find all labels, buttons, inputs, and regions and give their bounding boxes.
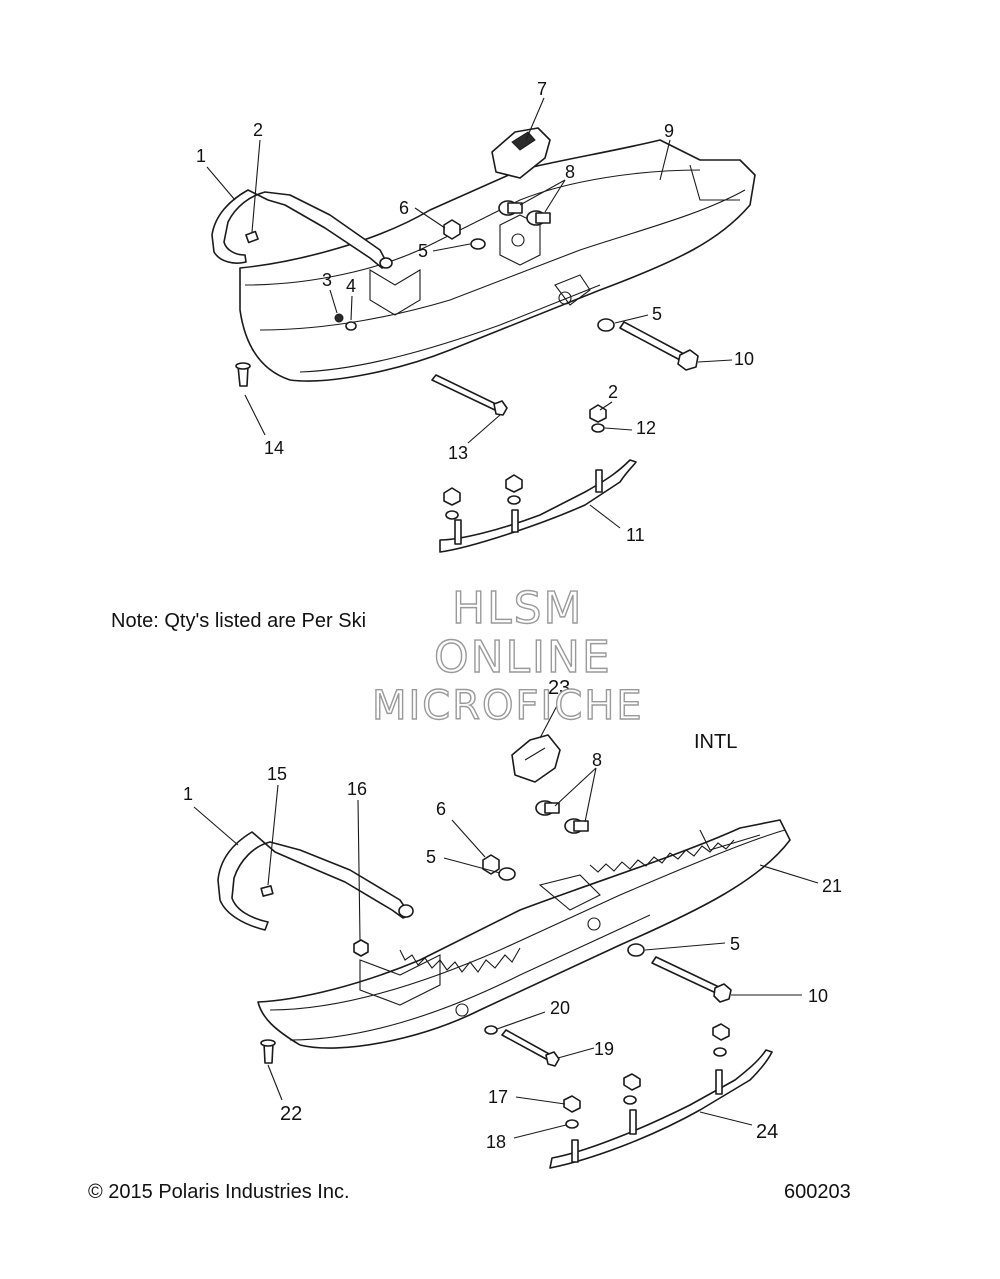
callout: 8: [565, 162, 575, 182]
watermark-line-3: MICROFICHE: [371, 682, 644, 729]
callout: 24: [756, 1121, 778, 1143]
callout: 7: [537, 79, 547, 99]
callout: 16: [347, 779, 367, 799]
watermark-line-2: ONLINE: [433, 631, 612, 683]
ski-body-part-21: [257, 819, 791, 1049]
callout: 9: [664, 121, 674, 141]
qty-note: Note: Qty's listed are Per Ski: [111, 610, 367, 632]
callout: 5: [418, 241, 428, 261]
leader-lines: [193, 97, 819, 1139]
callout: 19: [594, 1039, 614, 1059]
loop-handle-part-1: [211, 189, 389, 269]
callouts-top: 1 2 7 9 8 6 5 3 4 5 10 14 13 2 12 11: [196, 79, 754, 545]
callout: 12: [636, 418, 656, 438]
callout: 13: [448, 443, 468, 463]
callout: 6: [436, 799, 446, 819]
callout: 10: [734, 349, 754, 369]
callouts-bottom: 23 8 1 15 16 6 5 21 5 10 20 19 22 17 18 …: [183, 677, 842, 1152]
callout: 22: [280, 1103, 302, 1125]
callout: 14: [264, 438, 284, 458]
callout: 5: [426, 847, 436, 867]
callout: 21: [822, 876, 842, 896]
callout: 1: [196, 146, 206, 166]
carbide-runner-part-24: [549, 1049, 773, 1169]
bumper-part-23: [511, 734, 561, 783]
callout: 18: [486, 1132, 506, 1152]
callout: 5: [730, 934, 740, 954]
watermark-line-1: HLSM: [451, 582, 584, 634]
carbide-runner-part-11: [439, 459, 637, 553]
callout: 4: [346, 276, 356, 296]
callout: 15: [267, 764, 287, 784]
copyright: © 2015 Polaris Industries Inc.: [88, 1181, 350, 1203]
top-ski-assembly: [211, 127, 756, 553]
callout: 10: [808, 986, 828, 1006]
callout: 17: [488, 1087, 508, 1107]
callout: 5: [652, 304, 662, 324]
callout: 20: [550, 998, 570, 1018]
callout: 8: [592, 750, 602, 770]
bumper-part-7: [491, 127, 551, 179]
callout: 23: [548, 677, 570, 699]
callout: 11: [626, 525, 645, 545]
callout: 1: [183, 784, 193, 804]
callout: 3: [322, 270, 332, 290]
loop-handle-part-1b: [217, 831, 411, 931]
callout: 6: [399, 198, 409, 218]
variant-label: INTL: [694, 731, 738, 753]
figure-number: 600203: [784, 1181, 851, 1203]
callout: 2: [253, 120, 263, 140]
callout: 2: [608, 382, 618, 402]
ski-body-part-9: [239, 139, 756, 382]
